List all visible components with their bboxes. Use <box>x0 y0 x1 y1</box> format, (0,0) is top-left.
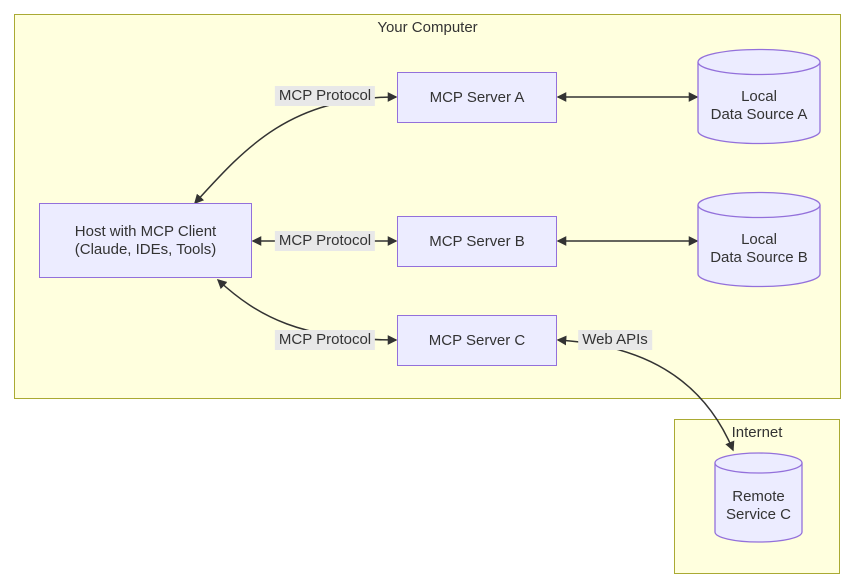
local-data-source-b-label-line2: Data Source B <box>710 249 808 266</box>
edge-label-web-apis: Web APIs <box>578 330 652 350</box>
mcp-server-a-label: MCP Server A <box>429 88 525 106</box>
mcp-server-c-label: MCP Server C <box>428 331 526 349</box>
edge-label-mcp-protocol-b: MCP Protocol <box>274 231 376 251</box>
mcp-server-b-label: MCP Server B <box>429 232 525 250</box>
local-data-source-b-label-line1: Local <box>741 231 777 248</box>
remote-service-c-cylinder <box>714 452 803 543</box>
remote-service-c-label-line2: Service C <box>725 506 792 523</box>
local-data-source-b-label: Local Data Source B <box>710 231 808 267</box>
mcp-server-a-node: MCP Server A <box>397 72 557 123</box>
local-data-source-b-cylinder <box>697 191 821 288</box>
edge-host-server-a <box>194 92 398 205</box>
local-data-source-a-label-line2: Data Source A <box>710 106 808 123</box>
remote-service-c-label-line1: Remote <box>732 488 785 505</box>
local-data-source-a-cylinder <box>697 48 821 145</box>
host-node: Host with MCP Client (Claude, IDEs, Tool… <box>39 203 252 278</box>
mcp-server-b-node: MCP Server B <box>397 216 557 267</box>
your-computer-group-title: Your Computer <box>377 19 478 36</box>
edge-label-mcp-protocol-a: MCP Protocol <box>274 86 376 106</box>
host-node-label-line1: Host with MCP Client <box>74 222 217 240</box>
local-data-source-a-label: Local Data Source A <box>711 88 808 124</box>
host-node-label-line2: (Claude, IDEs, Tools) <box>74 240 217 258</box>
remote-service-c-label: Remote Service C <box>726 488 791 524</box>
mcp-server-c-node: MCP Server C <box>397 315 557 366</box>
edge-label-mcp-protocol-c: MCP Protocol <box>274 330 376 350</box>
internet-group-title: Internet <box>731 424 783 441</box>
local-data-source-a-label-line1: Local <box>741 88 777 105</box>
